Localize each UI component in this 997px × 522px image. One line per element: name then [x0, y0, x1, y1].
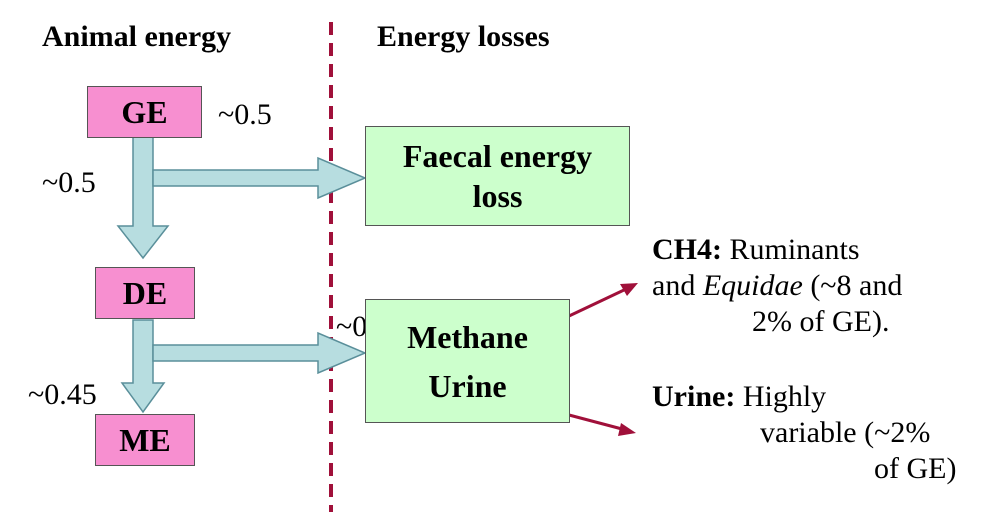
ch4-note-text1: Ruminants	[729, 233, 860, 266]
faecal-loss-line1: Faecal energy	[402, 138, 593, 174]
animal-energy-heading: Animal energy	[42, 20, 232, 53]
ch4-note-text2a: and	[652, 269, 703, 302]
faecal-loss-line2: loss	[472, 178, 523, 214]
de-to-methane-arrow	[152, 331, 367, 375]
methane-pointer-head	[620, 283, 638, 296]
ch4-note-line2: and Equidae (~8 and	[652, 268, 982, 304]
ch4-note-equidae: Equidae	[702, 269, 803, 302]
de-to-me-arrow	[120, 319, 166, 414]
de-to-methane-ratio: ~0	[336, 310, 368, 343]
ge-to-faecal-arrow	[152, 156, 367, 200]
faecal-loss-node: Faecal energy loss	[365, 126, 630, 226]
ch4-note-label: CH4:	[652, 233, 722, 266]
urine-note-line1: Urine: Highly	[652, 379, 982, 415]
methane-urine-node: Methane Urine	[365, 299, 570, 423]
ch4-note-text2b: (~8 and	[802, 269, 903, 302]
ge-to-de-arrow	[116, 135, 170, 260]
methane-label: Methane	[407, 318, 528, 355]
ge-node: GE	[87, 86, 202, 138]
urine-note-text1: Highly	[742, 380, 827, 413]
ge-to-faecal-ratio: ~0.5	[218, 98, 272, 131]
urine-label: Urine	[428, 367, 507, 404]
ch4-note-line3: 2% of GE).	[752, 305, 890, 338]
ge-to-de-ratio: ~0.5	[42, 166, 96, 199]
de-to-me-ratio: ~0.45	[28, 378, 97, 411]
energy-losses-heading: Energy losses	[377, 20, 550, 53]
urine-note-line3: of GE)	[874, 452, 957, 485]
me-node: ME	[95, 414, 195, 466]
de-node: DE	[95, 267, 195, 319]
urine-note: Urine: Highly variable (~2% of GE)	[652, 379, 982, 487]
ch4-note: CH4: Ruminants and Equidae (~8 and 2% of…	[652, 232, 982, 340]
urine-note-label: Urine:	[652, 380, 736, 413]
urine-note-line2: variable (~2%	[760, 416, 931, 449]
ch4-note-line1: CH4: Ruminants	[652, 232, 982, 268]
urine-pointer-head	[618, 423, 636, 436]
